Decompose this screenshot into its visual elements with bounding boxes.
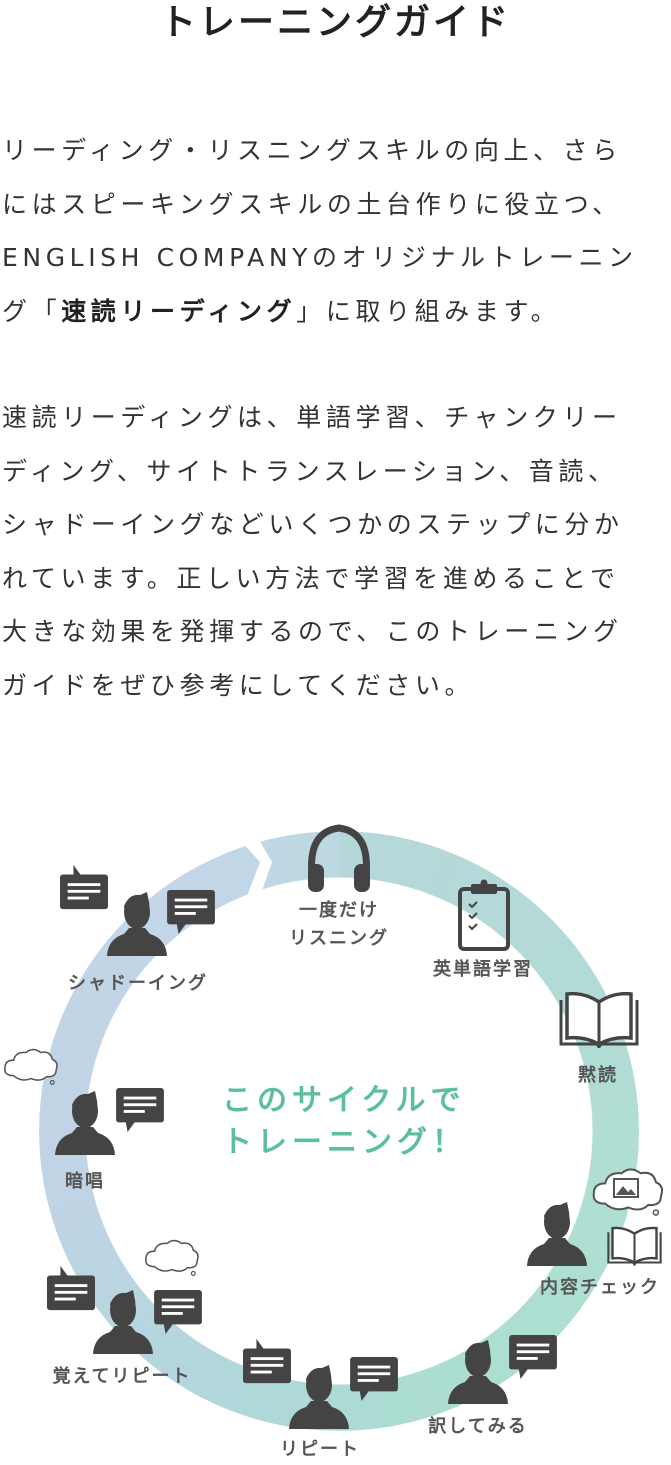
training-cycle-diagram: 一度だけ リスニング 英単語学習 黙読 内容チェック 訳してみる リピート 覚え… xyxy=(0,800,671,1465)
body-paragraph: 速読リーディングは、単語学習、チャンクリー ディング、サイトトランスレーション、… xyxy=(2,391,671,712)
person-dialogue-icon xyxy=(60,864,215,956)
page-title: トレーニングガイド xyxy=(159,2,511,43)
step-label-line: リスニング xyxy=(289,928,389,949)
intro-line: ENGLISH COMPANYのオリジナルトレーニン xyxy=(2,243,638,272)
step-label-line: 一度だけ xyxy=(299,900,379,921)
step-label-recitation: 暗唱 xyxy=(65,1171,105,1192)
intro-line: グ「速読リーディング」に取り組みます。 xyxy=(2,285,671,339)
intro-text: グ「 xyxy=(2,296,62,326)
person-thinking-speech-icon xyxy=(4,1048,164,1155)
center-text-line: トレーニング！ xyxy=(222,1125,467,1160)
step-label-memorize-repeat: 覚えてリピート xyxy=(52,1366,192,1387)
open-book-icon xyxy=(559,992,639,1048)
step-label-shadowing: シャドーイング xyxy=(68,973,208,994)
body-line: れています。正しい方法で学習を進めることで xyxy=(2,563,620,593)
intro-paragraph: リーディング・リスニングスキルの向上、さら にはスピーキングスキルの土台作りに役… xyxy=(2,124,671,338)
intro-text: 」に取り組みます。 xyxy=(296,296,561,326)
cycle-arrow-notch xyxy=(240,838,272,904)
cycle-icons xyxy=(4,824,664,1429)
cycle-center-text: このサイクルで トレーニング！ xyxy=(222,1080,467,1164)
intro-line: リーディング・リスニングスキルの向上、さら xyxy=(2,136,622,165)
step-label-silent-reading: 黙読 xyxy=(578,1065,618,1086)
intro-bold-term: 速読リーディング xyxy=(61,296,297,326)
step-label-content-check: 内容チェック xyxy=(540,1277,660,1298)
person-dialogue-icon xyxy=(243,1338,398,1429)
person-thinking-book-icon xyxy=(527,1168,664,1266)
body-line: 大きな効果を発揮するので、このトレーニング xyxy=(2,617,623,646)
step-label-repeat: リピート xyxy=(280,1439,360,1460)
step-label-listening: 一度だけ リスニング xyxy=(289,897,389,953)
person-dialogue-thinking-icon xyxy=(47,1239,202,1354)
center-text-line: このサイクルで xyxy=(222,1083,466,1118)
step-label-vocabulary: 英単語学習 xyxy=(433,959,533,980)
intro-line: にはスピーキングスキルの土台作りに役立つ、 xyxy=(2,189,622,219)
clipboard-checklist-icon xyxy=(458,879,510,951)
step-label-translate: 訳してみる xyxy=(428,1416,528,1437)
body-line: ガイドをぜひ参考にしてください。 xyxy=(2,670,475,700)
body-line: 速読リーディングは、単語学習、チャンクリー xyxy=(2,403,622,432)
body-line: ディング、サイトトランスレーション、音読、 xyxy=(2,456,618,486)
headphones-icon xyxy=(308,824,370,892)
person-speech-icon xyxy=(448,1335,557,1404)
body-line: シャドーイングなどいくつかのステップに分か xyxy=(2,510,624,539)
